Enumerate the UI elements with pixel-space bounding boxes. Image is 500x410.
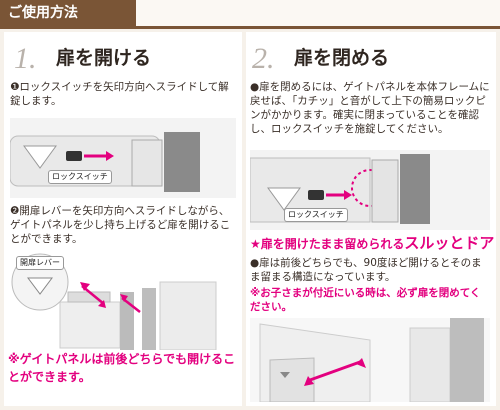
feature-title-prefix: ★扉を開けたまま留められる (250, 237, 405, 251)
step2-illustration-door (250, 318, 490, 402)
step1-illustration-lever: 開扉レバー (10, 252, 236, 350)
lever-label: 開扉レバー (16, 256, 64, 270)
step2-bullet: ●扉を閉めるには、ゲイトパネルを本体フレームに戻せば、「カチッ」と音がして上下の… (250, 81, 490, 135)
lock-close-drawing (250, 154, 430, 224)
lock-switch-label: ロックスイッチ (48, 170, 112, 184)
feature-title-emph: スルッとドア (404, 234, 495, 252)
feature-title: ★扉を開けたまま留められるスルッとドア (250, 232, 494, 253)
step2-illustration-lock: ロックスイッチ (250, 150, 490, 230)
step1-bullet1: ❶ロックスイッチを矢印方向へスライドして解錠します。 (10, 81, 229, 107)
step2-title: 扉を閉める (294, 47, 390, 69)
step2-panel: 2. 扉を閉める ●扉を閉めるには、ゲイトパネルを本体フレームに戻せば、「カチッ… (246, 32, 496, 406)
feature-bullet: ●扉は前後どちらでも、90度ほど開けるとそのまま留まる構造になっています。 (250, 257, 482, 283)
feature-warning: ※お子さまが付近にいる時は、必ず扉を閉めてください。 (250, 287, 481, 313)
step2-number: 2. (252, 42, 275, 75)
step1-panel: 1. 扉を開ける ❶ロックスイッチを矢印方向へスライドして解錠します。 ロックス… (4, 32, 242, 406)
step1-note: ※ゲイトパネルは前後どちらでも開けることができます。 (8, 352, 236, 384)
step1-illustration-lock: ロックスイッチ (10, 118, 236, 198)
step1-title: 扉を開ける (56, 47, 152, 69)
lock-switch-label-2: ロックスイッチ (284, 208, 348, 222)
step1-bullet2: ❷開扉レバーを矢印方向へスライドしながら、ゲイトパネルを少し持ち上げるど扉を開け… (10, 205, 231, 245)
header-bar: ご使用方法 (0, 0, 500, 29)
step1-number: 1. (14, 42, 37, 75)
lock-switch-drawing (10, 132, 200, 192)
door-open-drawing (250, 318, 490, 402)
section-title: ご使用方法 (0, 0, 136, 26)
